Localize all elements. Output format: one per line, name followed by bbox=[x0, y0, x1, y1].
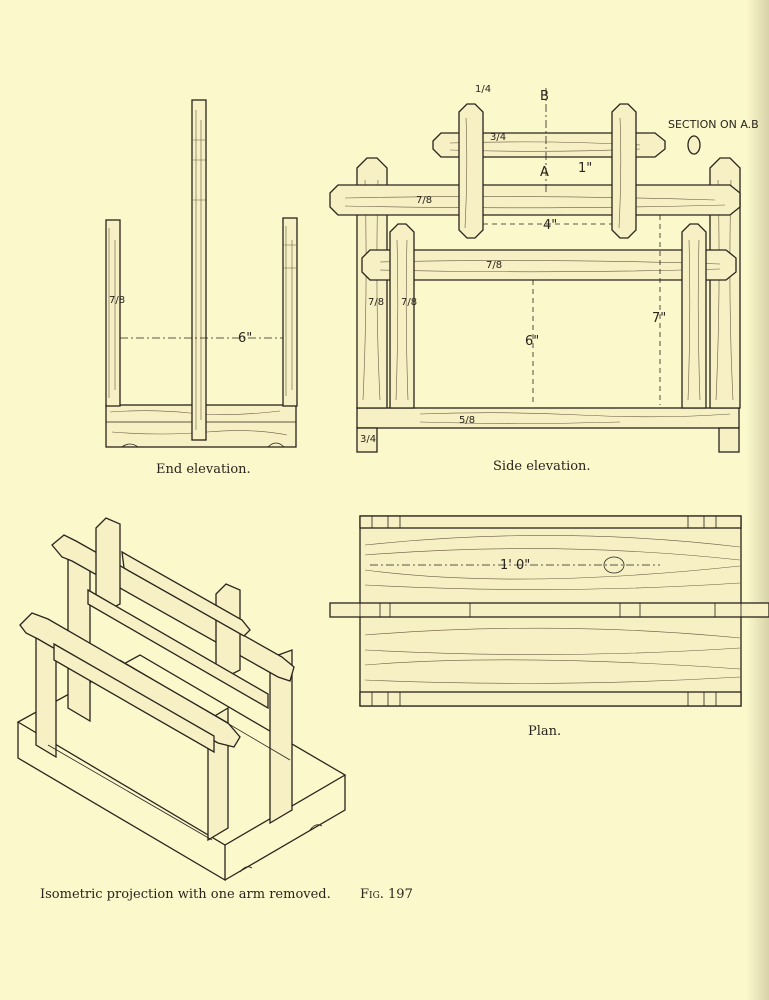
end-elevation-drawing: 6" 7/8 bbox=[105, 99, 298, 448]
post-fraction-left-label: 7/8 bbox=[368, 297, 384, 308]
end-left-post bbox=[105, 219, 121, 407]
isometric-drawing bbox=[16, 517, 347, 882]
rail-fraction-label: 7/8 bbox=[486, 260, 502, 271]
section-label: SECTION ON A.B bbox=[668, 118, 759, 131]
side-elevation-drawing: B A 4" 1" 6" 7" 5/8 7/8 7/8 3/4 7/8 7/8 … bbox=[329, 84, 759, 453]
end-elevation-caption: End elevation. bbox=[156, 462, 251, 477]
side-height-inner-label: 6" bbox=[525, 334, 539, 349]
plan-length-label: 1' 0" bbox=[500, 558, 530, 573]
page-edge-shadow bbox=[747, 0, 769, 1000]
figure-number: Fig. 197 bbox=[360, 887, 413, 902]
side-elevation-caption: Side elevation. bbox=[493, 459, 591, 474]
plan-drawing: 1' 0" bbox=[329, 515, 769, 707]
base-thickness-label: 5/8 bbox=[459, 415, 475, 426]
side-width-top-label: 4" bbox=[543, 218, 557, 233]
top-fraction-label: 1/4 bbox=[475, 84, 491, 95]
end-center-post bbox=[191, 99, 207, 441]
side-height-outer-label: 7" bbox=[652, 311, 666, 326]
foot-fraction-label: 3/4 bbox=[360, 434, 376, 445]
side-foot-right bbox=[718, 427, 740, 453]
isometric-caption: Isometric projection with one arm remove… bbox=[40, 887, 331, 902]
side-arm-upright-right bbox=[611, 103, 637, 239]
side-inner-post-right bbox=[681, 223, 707, 409]
plan-caption: Plan. bbox=[528, 724, 562, 739]
side-top-rail bbox=[329, 184, 741, 216]
side-arm-upright-left bbox=[458, 103, 484, 239]
side-outer-post-right bbox=[709, 157, 741, 409]
plan-middle-rail bbox=[329, 602, 769, 618]
post-fraction-right-label: 7/8 bbox=[401, 297, 417, 308]
side-inner-post-left bbox=[389, 223, 415, 409]
top-rail-fraction-label: 7/8 bbox=[416, 195, 432, 206]
side-drop-label: 1" bbox=[578, 161, 592, 176]
section-shape bbox=[687, 135, 701, 155]
end-width-label: 6" bbox=[238, 331, 252, 346]
end-right-post bbox=[282, 217, 298, 407]
section-a-label: A bbox=[540, 165, 549, 180]
arm-fraction-label: 3/4 bbox=[490, 132, 506, 143]
end-side-fraction-label: 7/8 bbox=[109, 295, 125, 306]
side-base bbox=[356, 407, 740, 429]
side-foot-left bbox=[356, 427, 378, 453]
side-outer-post-left bbox=[356, 157, 388, 409]
side-lower-rail bbox=[361, 249, 737, 281]
section-b-label: B bbox=[540, 89, 549, 104]
